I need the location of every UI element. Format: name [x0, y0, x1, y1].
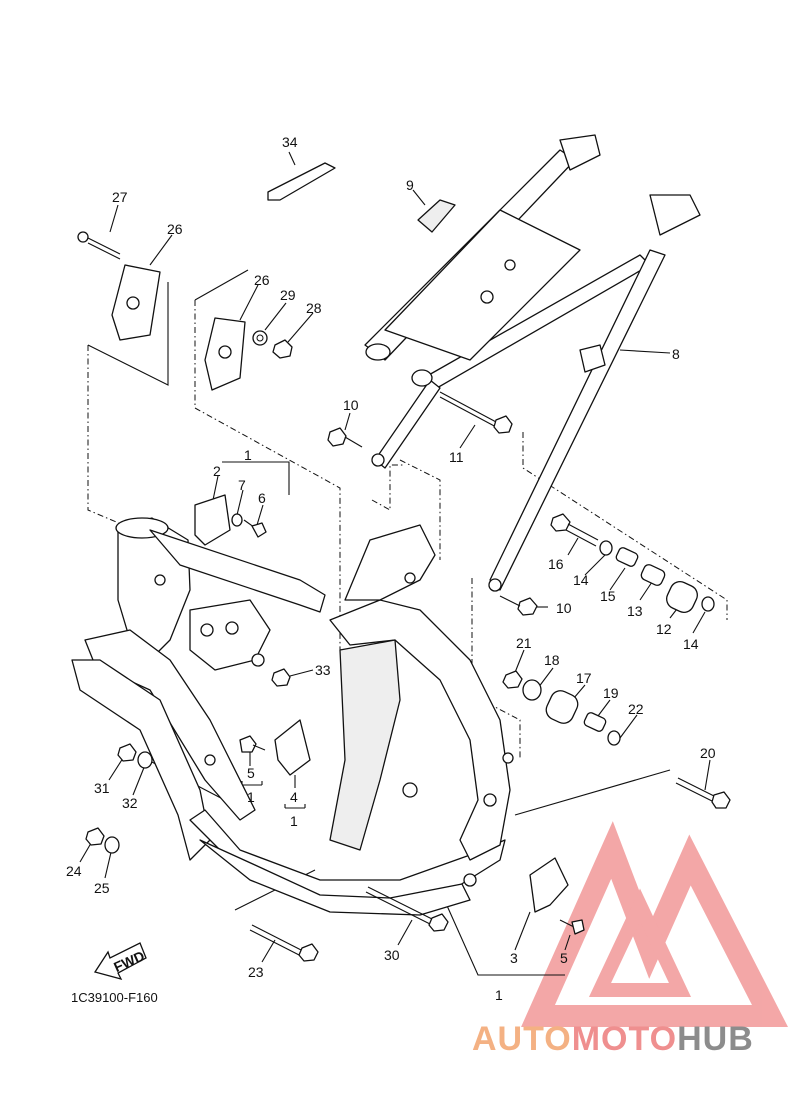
callout-20: 20 — [700, 745, 716, 761]
callout-14: 14 — [683, 636, 699, 652]
part-23-bolt — [249, 924, 319, 962]
callout-33: 33 — [315, 662, 331, 678]
callout-1: 1 — [244, 447, 252, 463]
part-14-washer-b — [701, 596, 715, 612]
part-16-bolt — [550, 513, 599, 547]
part-17-bushing — [545, 690, 579, 724]
callout-23: 23 — [248, 964, 264, 980]
part-12-bushing — [666, 581, 698, 613]
callout-5: 5 — [560, 950, 568, 966]
part-15-collar — [615, 547, 639, 567]
part-34-bracket — [267, 162, 336, 201]
part-31-nut — [117, 743, 137, 762]
part-27-bolt — [77, 231, 121, 260]
part-5-bolt-lower — [559, 919, 585, 935]
part-5-bolt-upper — [239, 735, 266, 753]
wordmark-auto: AUTO — [472, 1020, 572, 1058]
callout-6: 6 — [258, 490, 266, 506]
part-19-collar — [583, 712, 607, 732]
callout-24: 24 — [66, 863, 82, 879]
part-13-collar — [640, 564, 666, 586]
callout-31: 31 — [94, 780, 110, 796]
callout-21: 21 — [516, 635, 532, 651]
part-24-nut — [85, 827, 105, 846]
fwd-arrow: FWD — [93, 942, 147, 981]
part-10-bolt-lower — [499, 595, 538, 616]
rear-frame — [364, 134, 701, 592]
callout-17: 17 — [576, 670, 592, 686]
callout-2: 2 — [213, 463, 221, 479]
part-14-washer-a — [599, 540, 613, 556]
callout-9: 9 — [406, 177, 414, 193]
callout-10: 10 — [343, 397, 359, 413]
part-25-washer — [104, 836, 120, 854]
callout-15: 15 — [600, 588, 616, 604]
callout-32: 32 — [122, 795, 138, 811]
callouts: 34 9 27 26 26 29 28 8 10 11 1 2 7 6 16 1… — [66, 134, 716, 1003]
part-33-nut — [271, 668, 291, 687]
callout-7: 7 — [238, 477, 246, 493]
part-2-clamp — [194, 494, 231, 546]
callout-34: 34 — [282, 134, 298, 150]
part-20-bolt — [675, 777, 731, 809]
callout-18: 18 — [544, 652, 560, 668]
callout-30: 30 — [384, 947, 400, 963]
callout-5: 5 — [247, 765, 255, 781]
callout-22: 22 — [628, 701, 644, 717]
watermark-logo — [521, 821, 789, 1027]
callout-1: 1 — [290, 813, 298, 829]
part-11-bolt — [439, 391, 513, 434]
part-18-washer — [522, 679, 542, 701]
part-21-nut — [502, 670, 523, 689]
callout-14: 14 — [573, 572, 589, 588]
callout-28: 28 — [306, 300, 322, 316]
callout-11: 11 — [449, 449, 464, 465]
fwd-label: FWD — [111, 948, 147, 976]
callout-13: 13 — [627, 603, 643, 619]
part-7-washer — [231, 513, 243, 527]
wordmark-hub: HUB — [677, 1020, 754, 1058]
part-4-plate — [274, 719, 311, 776]
leader-lines — [79, 151, 728, 976]
callout-19: 19 — [603, 685, 619, 701]
callout-26: 26 — [167, 221, 183, 237]
part-10-bolt-upper — [327, 427, 363, 448]
callout-1: 1 — [247, 789, 255, 805]
main-frame — [71, 517, 514, 916]
part-3-bracket — [529, 857, 569, 913]
small-parts — [77, 162, 731, 962]
part-6-bolt — [243, 519, 267, 538]
part-28-nut — [272, 339, 293, 359]
watermark-wordmark: AUTOMOTOHUB — [472, 1020, 754, 1059]
callout-3: 3 — [510, 950, 518, 966]
callout-4: 4 — [290, 789, 298, 805]
part-9-pad — [417, 199, 456, 233]
callout-26: 26 — [254, 272, 270, 288]
callout-27: 27 — [112, 189, 128, 205]
wordmark-moto: MOTO — [571, 1020, 678, 1058]
callout-12: 12 — [656, 621, 672, 637]
callout-25: 25 — [94, 880, 110, 896]
callout-29: 29 — [280, 287, 296, 303]
drawing-code: 1C39100-F160 — [71, 990, 158, 1005]
callout-1: 1 — [495, 987, 503, 1003]
callout-10: 10 — [556, 600, 572, 616]
part-32-washer — [137, 751, 153, 769]
part-22-washer — [607, 730, 621, 746]
callout-8: 8 — [672, 346, 680, 362]
part-30-bolt — [365, 886, 449, 932]
callout-16: 16 — [548, 556, 564, 572]
